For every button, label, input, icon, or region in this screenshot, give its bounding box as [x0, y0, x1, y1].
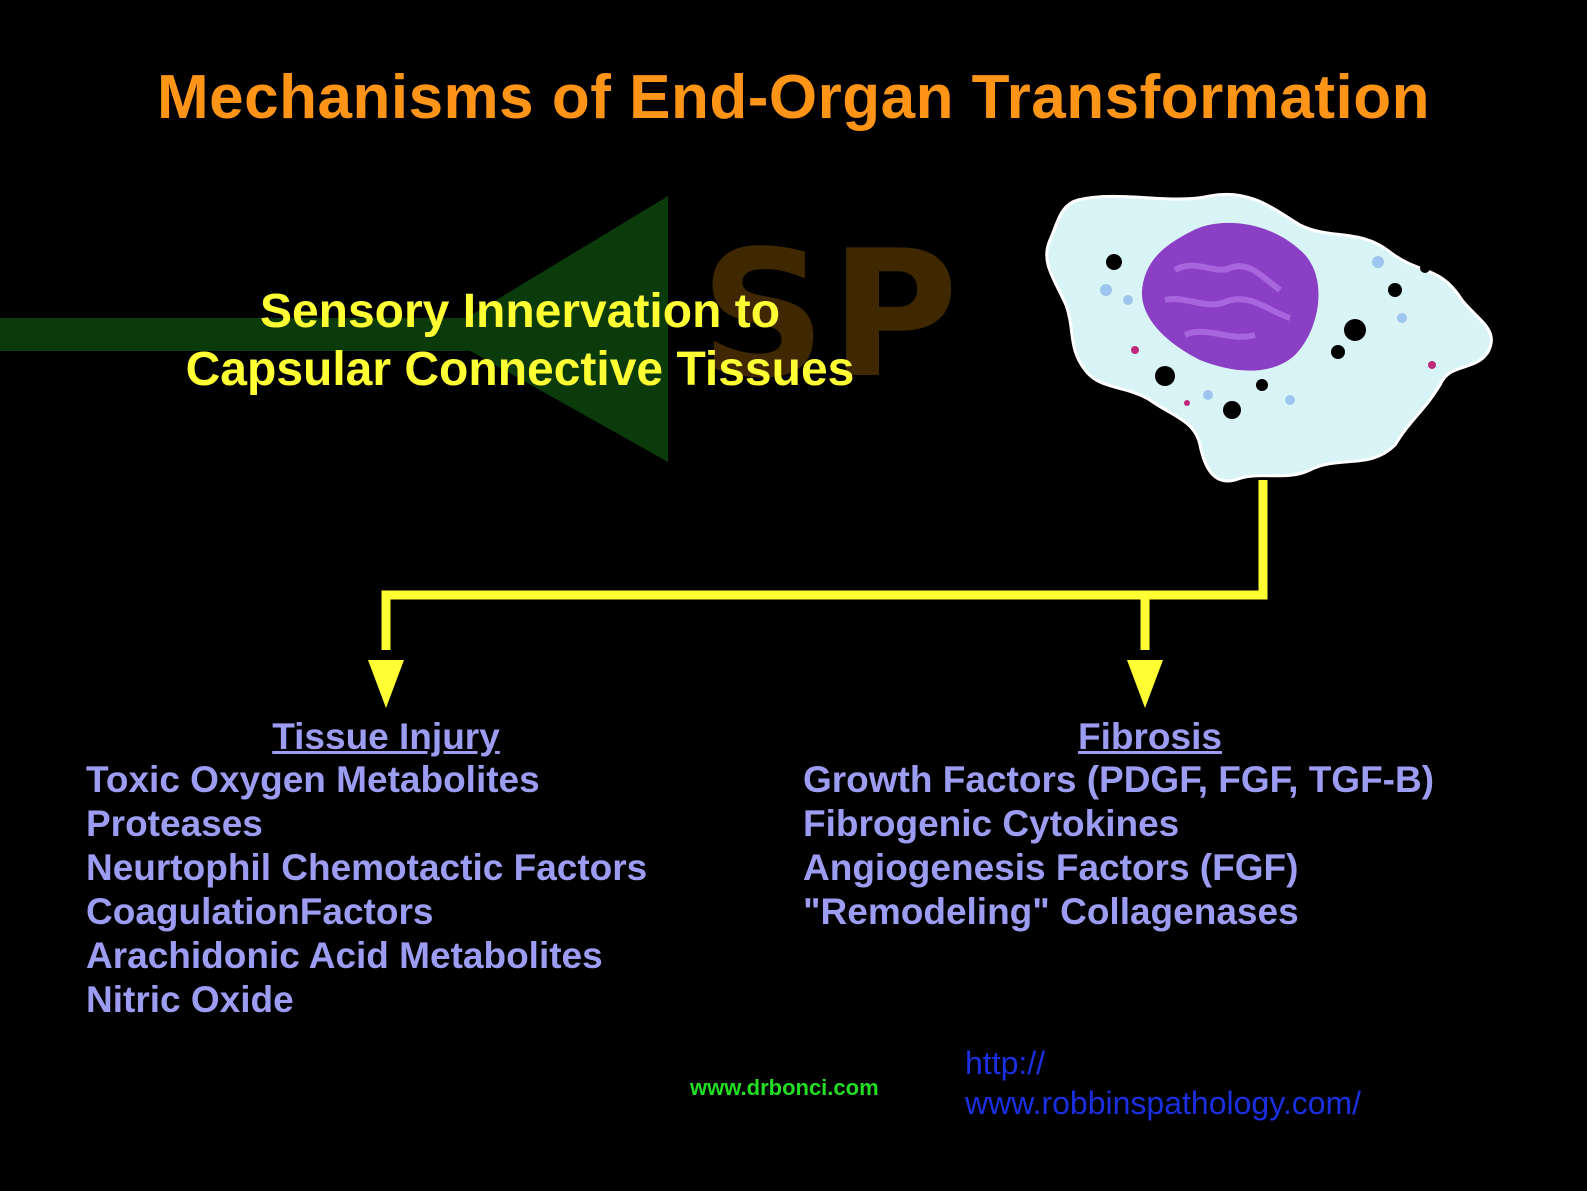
site-credit: www.drbonci.com — [690, 1075, 879, 1100]
list-item: Proteases — [86, 803, 263, 844]
tissue-injury-list: Toxic Oxygen Metabolites Proteases Neurt… — [86, 758, 647, 1022]
sp-watermark: SP — [700, 214, 963, 417]
list-item: Neurtophil Chemotactic Factors — [86, 847, 648, 888]
flow-arrows — [368, 480, 1268, 708]
list-item: Angiogenesis Factors (FGF) — [803, 847, 1299, 888]
arrow-down-icon — [1127, 660, 1163, 708]
tissue-injury-heading: Tissue Injury — [272, 716, 500, 757]
arrow-down-icon — [368, 660, 404, 708]
robbins-pathology-link[interactable]: http:// www.robbinspathology.com/ — [965, 1043, 1361, 1123]
green-arrow-shaft — [0, 318, 520, 351]
link-line-2: www.robbinspathology.com/ — [965, 1085, 1362, 1121]
fibrosis-heading: Fibrosis — [1078, 716, 1222, 757]
green-arrow-head — [440, 196, 668, 462]
list-item: Toxic Oxygen Metabolites — [86, 759, 540, 800]
link-line-1: http:// — [965, 1045, 1046, 1081]
nucleus-texture — [1164, 262, 1291, 340]
list-item: Growth Factors (PDGF, FGF, TGF-B) — [803, 759, 1435, 800]
sensory-line-1: Sensory Innervation to — [259, 285, 781, 338]
list-item: Fibrogenic Cytokines — [803, 803, 1180, 844]
list-item: "Remodeling" Collagenases — [803, 891, 1299, 932]
fibrosis-list: Growth Factors (PDGF, FGF, TGF-B) Fibrog… — [803, 758, 1434, 934]
list-item: Arachidonic Acid Metabolites — [86, 935, 603, 976]
macrophage-cell-image — [1045, 192, 1493, 483]
sensory-innervation-label: Sensory Innervation to Capsular Connecti… — [120, 283, 920, 399]
list-item: CoagulationFactors — [86, 891, 434, 932]
connector-line — [381, 480, 1268, 650]
slide-title: Mechanisms of End-Organ Transformation — [157, 63, 1430, 132]
list-item: Nitric Oxide — [86, 979, 294, 1020]
sensory-line-2: Capsular Connective Tissues — [185, 343, 855, 396]
